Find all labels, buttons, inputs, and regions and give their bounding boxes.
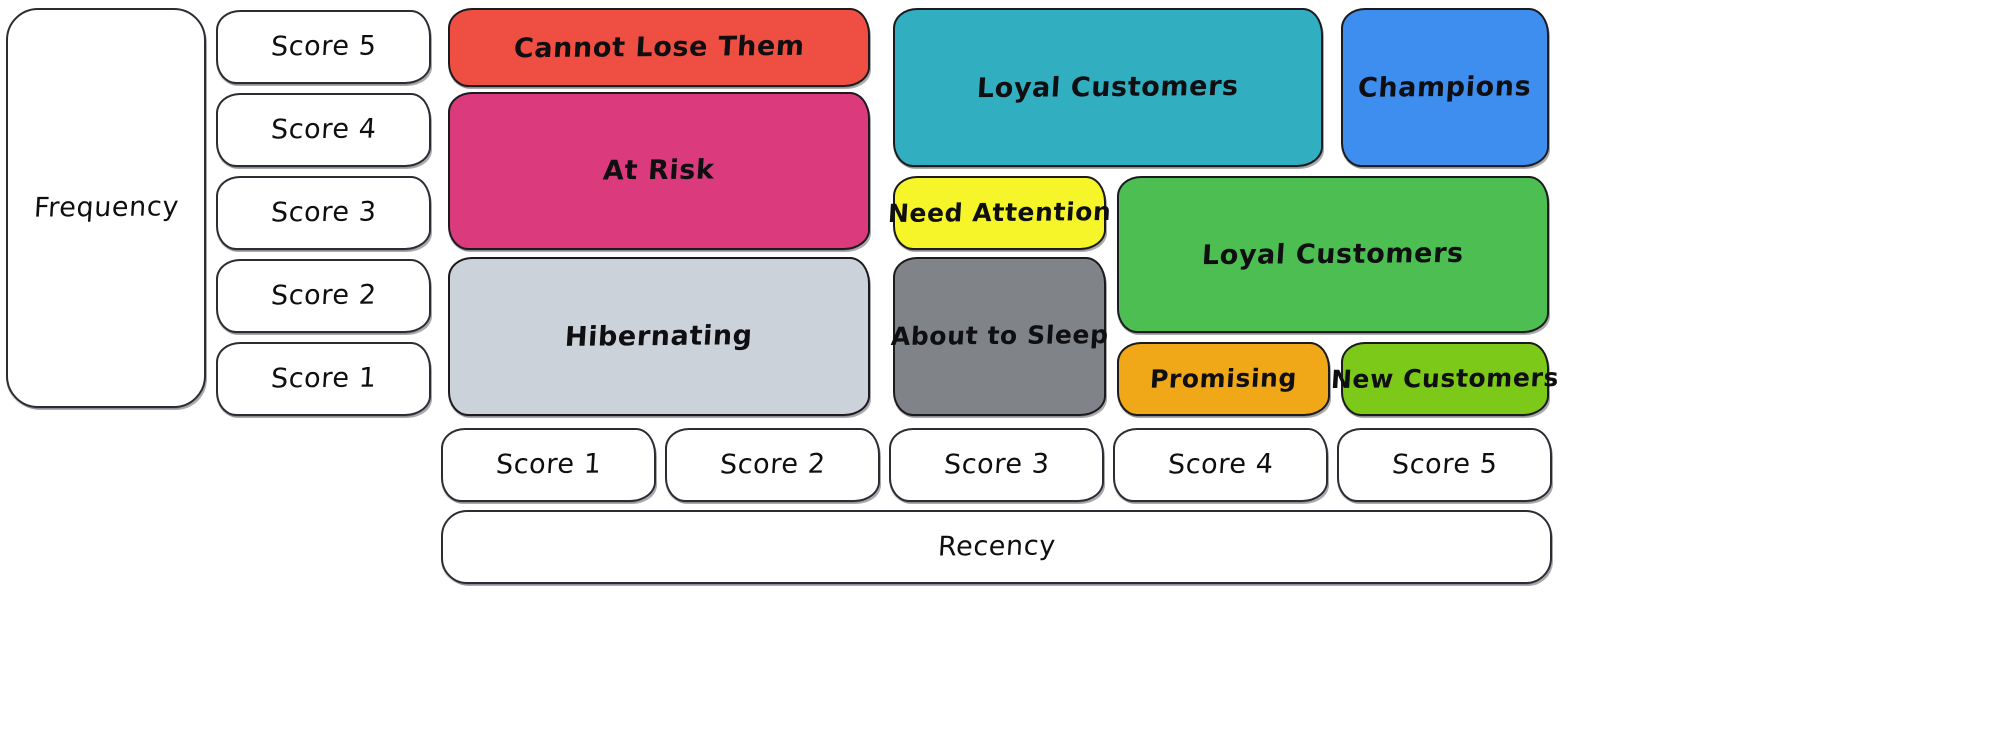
segment-loyal-customers-green-label: Loyal Customers (1201, 237, 1465, 272)
recency-score-3-label: Score 3 (942, 449, 1051, 481)
segment-about-to-sleep-label: About to Sleep (889, 320, 1110, 352)
segment-promising[interactable]: Promising (1117, 342, 1330, 416)
segment-champions-label: Champions (1357, 71, 1533, 104)
frequency-axis-label-text: Frequency (32, 191, 180, 225)
segment-promising-label: Promising (1149, 362, 1298, 394)
recency-score-4-label: Score 4 (1166, 449, 1275, 481)
recency-score-2[interactable]: Score 2 (665, 428, 880, 502)
segment-need-attention[interactable]: Need Attention (887, 176, 1112, 250)
segment-champions[interactable]: Champions (1341, 8, 1549, 167)
recency-axis-label: Recency (441, 510, 1552, 584)
frequency-score-2[interactable]: Score 2 (216, 259, 431, 333)
recency-score-5[interactable]: Score 5 (1337, 428, 1552, 502)
segment-new-customers[interactable]: New Customers (1330, 342, 1560, 416)
segment-loyal-customers-teal[interactable]: Loyal Customers (893, 8, 1323, 167)
segment-at-risk[interactable]: At Risk (448, 92, 870, 250)
segment-new-customers-label: New Customers (1330, 362, 1560, 394)
frequency-axis-label: Frequency (6, 8, 206, 408)
segment-cannot-lose-them-label: Cannot Lose Them (512, 30, 806, 65)
segment-at-risk-label: At Risk (602, 154, 716, 187)
segment-loyal-customers-teal-label: Loyal Customers (976, 70, 1240, 105)
recency-score-4[interactable]: Score 4 (1113, 428, 1328, 502)
frequency-score-5-label: Score 5 (269, 31, 378, 63)
recency-axis-label-text: Recency (936, 530, 1057, 563)
frequency-score-4-label: Score 4 (269, 114, 378, 146)
segment-need-attention-label: Need Attention (886, 196, 1113, 228)
frequency-score-5[interactable]: Score 5 (216, 10, 431, 84)
segment-cannot-lose-them[interactable]: Cannot Lose Them (448, 8, 870, 87)
frequency-score-3-label: Score 3 (269, 197, 378, 229)
frequency-score-2-label: Score 2 (269, 280, 378, 312)
recency-score-2-label: Score 2 (718, 449, 827, 481)
recency-score-3[interactable]: Score 3 (889, 428, 1104, 502)
frequency-score-4[interactable]: Score 4 (216, 93, 431, 167)
frequency-score-1-label: Score 1 (269, 363, 378, 395)
recency-score-1-label: Score 1 (494, 449, 603, 481)
segment-hibernating[interactable]: Hibernating (448, 257, 870, 416)
recency-score-5-label: Score 5 (1390, 449, 1499, 481)
frequency-score-1[interactable]: Score 1 (216, 342, 431, 416)
segment-loyal-customers-green[interactable]: Loyal Customers (1117, 176, 1549, 333)
segment-hibernating-label: Hibernating (564, 320, 754, 353)
segment-about-to-sleep[interactable]: About to Sleep (890, 257, 1109, 416)
frequency-score-3[interactable]: Score 3 (216, 176, 431, 250)
recency-score-1[interactable]: Score 1 (441, 428, 656, 502)
